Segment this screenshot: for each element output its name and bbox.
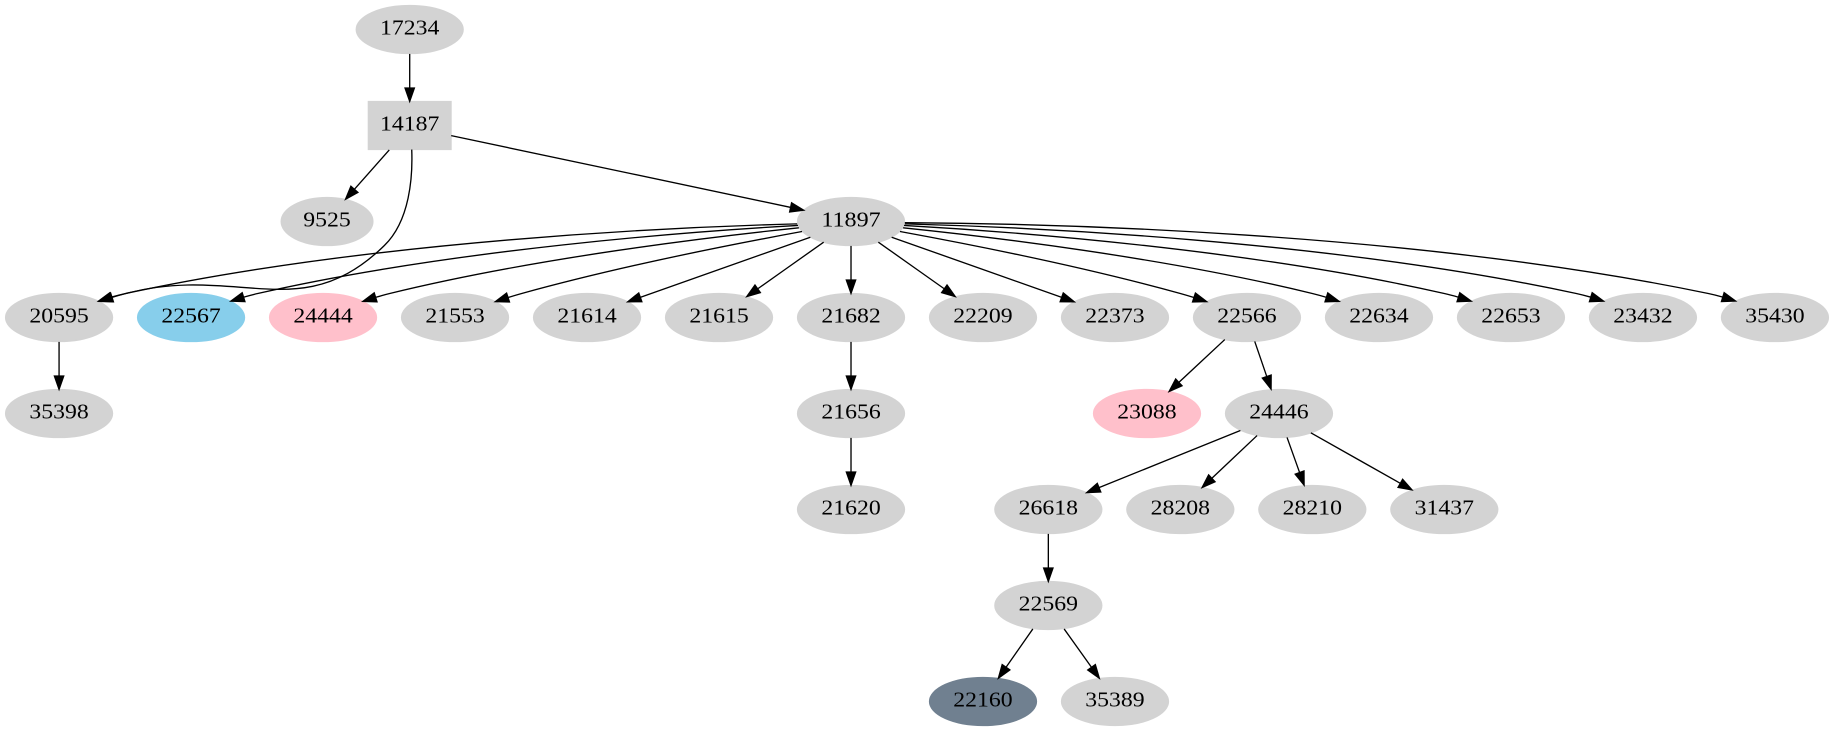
svg-text:23088: 23088	[1117, 399, 1176, 423]
svg-text:14187: 14187	[380, 111, 440, 135]
svg-text:35389: 35389	[1085, 687, 1144, 711]
svg-text:28208: 28208	[1151, 495, 1210, 519]
svg-text:22160: 22160	[953, 687, 1012, 711]
svg-text:22209: 22209	[953, 303, 1012, 327]
svg-text:22373: 22373	[1085, 303, 1144, 327]
svg-text:23432: 23432	[1613, 303, 1672, 327]
svg-text:21614: 21614	[557, 303, 617, 327]
svg-text:31437: 31437	[1415, 495, 1475, 519]
svg-text:24444: 24444	[293, 303, 353, 327]
svg-text:21620: 21620	[821, 495, 880, 519]
svg-text:21615: 21615	[689, 303, 748, 327]
svg-text:24446: 24446	[1249, 399, 1309, 423]
svg-text:11897: 11897	[821, 207, 881, 231]
svg-text:21682: 21682	[821, 303, 880, 327]
svg-text:9525: 9525	[303, 207, 351, 231]
svg-text:22567: 22567	[161, 303, 221, 327]
svg-text:22634: 22634	[1349, 303, 1409, 327]
svg-text:20595: 20595	[29, 303, 88, 327]
svg-text:35398: 35398	[29, 399, 88, 423]
svg-text:28210: 28210	[1283, 495, 1342, 519]
svg-text:26618: 26618	[1019, 495, 1078, 519]
svg-text:22653: 22653	[1481, 303, 1540, 327]
svg-text:21553: 21553	[425, 303, 484, 327]
svg-text:35430: 35430	[1745, 303, 1804, 327]
svg-text:21656: 21656	[821, 399, 881, 423]
svg-text:22566: 22566	[1217, 303, 1277, 327]
svg-text:22569: 22569	[1019, 591, 1078, 615]
svg-text:17234: 17234	[380, 15, 440, 39]
